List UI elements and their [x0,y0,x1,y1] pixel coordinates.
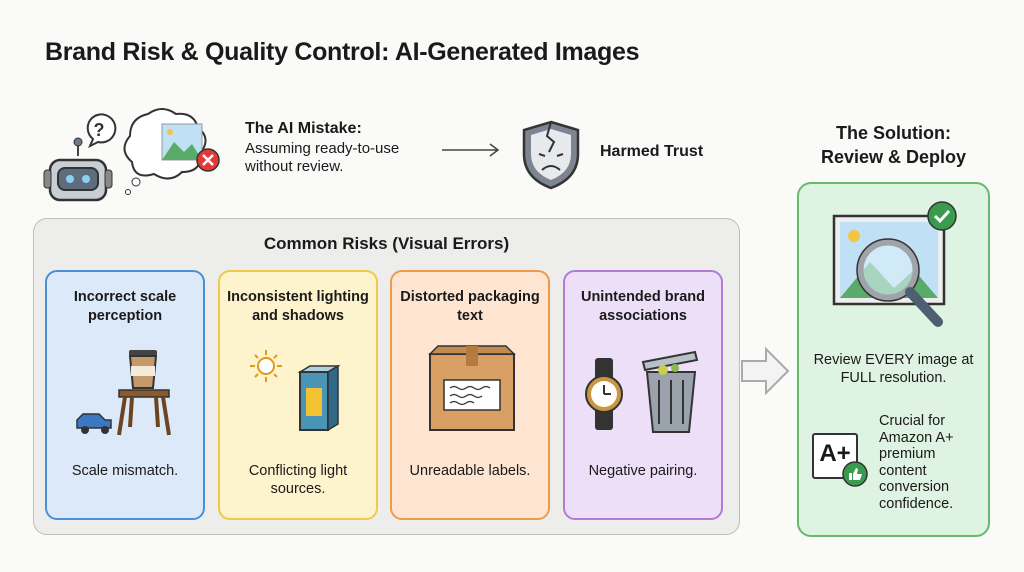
sun-box-icon [250,350,341,432]
risk-card-caption: Negative pairing. [588,463,698,479]
solution-heading-line2: Review & Deploy [820,147,967,167]
page-title: Brand Risk & Quality Control: AI-Generat… [45,38,640,66]
badge-text: A+ [819,440,851,467]
big-arrow-right-icon [741,346,790,396]
arrow-right-icon [442,143,500,157]
review-text: Review EVERY image at FULL resolution. [813,352,974,386]
risk-card-title: Incorrect scale perception [73,289,177,324]
risk-card-caption: Unreadable labels. [409,463,531,479]
risk-card-title: Inconsistent lighting and shadows [227,289,369,324]
risk-card-scale: Incorrect scale perception Scale mismatc… [45,270,205,520]
mistake-text: Assuming ready-to-use without review. [245,140,400,175]
risk-card-title: Distorted packaging text [400,289,540,324]
amazon-text: Crucial for Amazon A+ premium content co… [879,413,954,512]
common-risks-heading: Common Risks (Visual Errors) [263,234,510,253]
robot-icon: ? [43,108,220,202]
cardboard-box-icon [428,345,516,431]
thumbs-up-icon [842,461,868,487]
risk-card-caption: Scale mismatch. [71,463,179,479]
check-icon [927,201,957,231]
solution-heading: The Solution: Review & Deploy [797,121,990,169]
risk-card-packaging: Distorted packaging text Unreadable labe… [390,270,550,520]
risk-card-title: Unintended brand associations [580,289,706,324]
magnifier-image-check-icon [832,201,957,327]
risk-card-lighting: Inconsistent lighting and shadows Confli… [218,270,378,520]
risk-card-caption: Conflicting light sources. [248,463,348,497]
coffee-cup-car-icon [76,350,171,436]
solution-heading-line1: The Solution: [836,123,951,143]
mistake-heading: The AI Mistake: [245,120,362,137]
watch-trash-icon [585,350,699,433]
broken-shield-icon [522,120,580,190]
question-mark-icon: ? [94,120,105,140]
harmed-trust-label: Harmed Trust [600,143,704,160]
risk-card-brand: Unintended brand associations Negative p… [563,270,723,520]
